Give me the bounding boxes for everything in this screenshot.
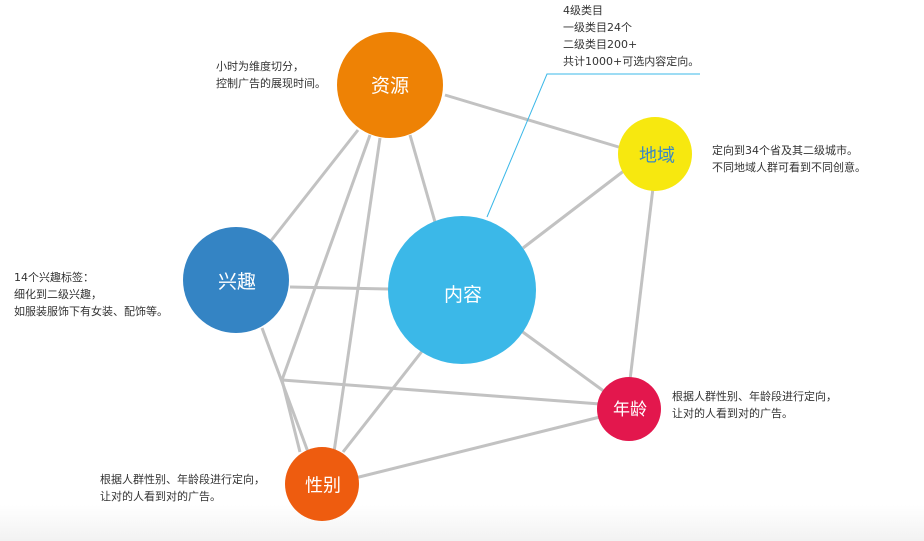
edge-hub-age [281, 378, 601, 406]
note-line: 二级类目200+ [563, 38, 638, 51]
note-content: 4级类目 一级类目24个 二级类目200+ 共计1000+可选内容定向。 [563, 2, 699, 70]
node-interest-label: 兴趣 [218, 271, 256, 293]
node-resource-label: 资源 [371, 75, 409, 97]
node-content-circle [388, 216, 536, 364]
note-region: 定向到34个省及其二级城市。 不同地域人群可看到不同创意。 [712, 142, 866, 176]
edges [260, 93, 655, 480]
edge-hub-gender [280, 379, 302, 453]
edge-resource-gender [332, 137, 382, 453]
note-line: 让对的人看到对的广告。 [672, 407, 793, 420]
note-line: 控制广告的展现时间。 [216, 77, 326, 90]
edge-resource-hub [280, 134, 372, 381]
node-interest-circle [183, 227, 289, 333]
note-line: 细化到二级兴趣， [14, 288, 102, 301]
note-line: 小时为维度切分， [216, 60, 304, 73]
note-line: 4级类目 [563, 4, 603, 17]
note-line: 根据人群性别、年龄段进行定向， [672, 390, 837, 403]
content-callout-line [486, 73, 700, 218]
note-line: 共计1000+可选内容定向。 [563, 55, 700, 68]
note-line: 根据人群性别、年龄段进行定向， [100, 473, 265, 486]
node-age-circle [597, 377, 661, 441]
note-interest: 14个兴趣标签： 细化到二级兴趣， 如服装服饰下有女装、配饰等。 [14, 269, 168, 320]
node-age-label: 年龄 [613, 400, 647, 420]
node-content[interactable]: 内容 [388, 216, 536, 364]
edge-content-gender [341, 349, 425, 453]
node-resource[interactable]: 资源 [337, 32, 443, 138]
node-region-label: 地域 [639, 146, 675, 167]
node-region-circle [618, 117, 692, 191]
note-line: 14个兴趣标签： [14, 271, 94, 284]
node-resource-circle [337, 32, 443, 138]
note-line: 不同地域人群可看到不同创意。 [712, 161, 866, 174]
note-line: 让对的人看到对的广告。 [100, 490, 221, 503]
edge-resource-region [444, 93, 623, 150]
node-age[interactable]: 年龄 [597, 377, 661, 441]
node-gender-label: 性别 [305, 476, 341, 497]
node-content-label: 内容 [444, 284, 482, 306]
edge-region-content [522, 168, 626, 250]
edge-gender-age [354, 415, 601, 480]
node-interest[interactable]: 兴趣 [183, 227, 289, 333]
edge-resource-content [408, 134, 437, 223]
edge-interest-content [289, 285, 391, 291]
note-line: 如服装服饰下有女装、配饰等。 [14, 305, 168, 318]
node-region[interactable]: 地域 [618, 117, 692, 191]
edge-content-age [519, 328, 606, 394]
note-gender: 根据人群性别、年龄段进行定向， 让对的人看到对的广告。 [100, 471, 265, 505]
note-line: 一级类目24个 [563, 21, 632, 34]
node-gender-circle [285, 447, 359, 521]
note-age: 根据人群性别、年龄段进行定向， 让对的人看到对的广告。 [672, 388, 837, 422]
edge-resource-interest [268, 129, 360, 243]
edge-region-age [628, 187, 655, 381]
node-gender[interactable]: 性别 [285, 447, 359, 521]
note-line: 定向到34个省及其二级城市。 [712, 144, 858, 157]
note-resource: 小时为维度切分， 控制广告的展现时间。 [216, 58, 326, 92]
